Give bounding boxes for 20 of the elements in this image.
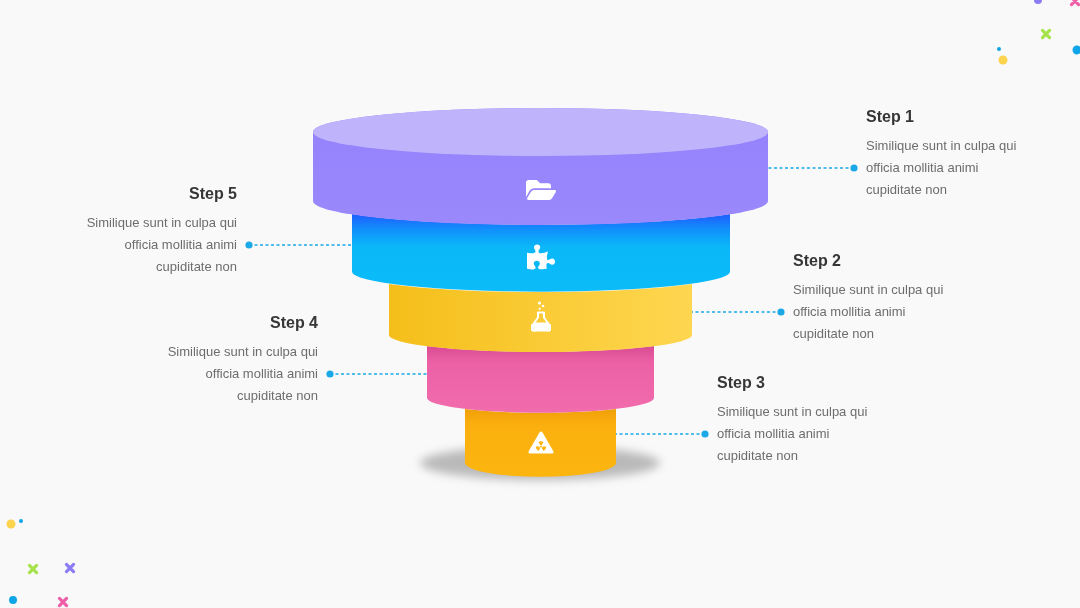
funnel-tier xyxy=(352,214,730,292)
funnel-tier xyxy=(389,283,692,352)
step-heading: Step 1 xyxy=(866,107,914,127)
step-description: Similique sunt in culpa qui officia mollitia animi cupiditate non xyxy=(793,281,945,343)
step-heading: Step 5 xyxy=(189,184,237,204)
leader-line xyxy=(326,370,428,378)
leader-line xyxy=(245,241,353,249)
step-description: Similique sunt in culpa qui officia mollitia animi cupiditate non xyxy=(85,214,237,276)
step-heading: Step 2 xyxy=(793,251,841,271)
step-heading: Step 3 xyxy=(717,373,765,393)
funnel-tier xyxy=(427,346,654,413)
leader-line xyxy=(691,308,785,316)
funnel-tier xyxy=(465,409,616,477)
leader-line xyxy=(767,164,858,172)
step-description: Similique sunt in culpa qui officia mollitia animi cupiditate non xyxy=(717,403,869,465)
step-description: Similique sunt in culpa qui officia mollitia animi cupiditate non xyxy=(866,137,1018,199)
step-description: Similique sunt in culpa qui officia mollitia animi cupiditate non xyxy=(166,343,318,405)
step-heading: Step 4 xyxy=(270,313,318,333)
leader-line xyxy=(615,430,709,438)
funnel-tier xyxy=(313,108,768,225)
